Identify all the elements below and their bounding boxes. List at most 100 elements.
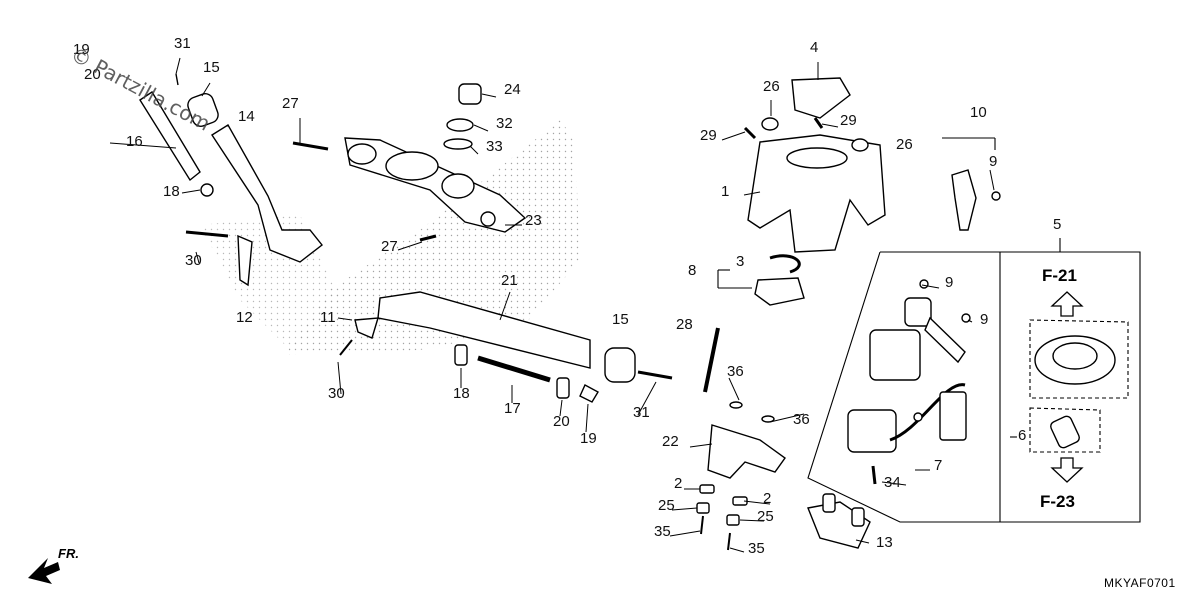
assembly-frames — [717, 137, 1141, 523]
callout-29: 29 — [700, 127, 717, 144]
leader-line — [989, 169, 995, 191]
callout-35: 35 — [748, 540, 765, 557]
callout-15: 15 — [612, 311, 629, 328]
fuel-cap — [1034, 335, 1116, 449]
leader-line — [821, 123, 839, 128]
callout-3: 3 — [736, 253, 745, 270]
leader-line — [671, 507, 698, 511]
leader-line — [669, 530, 701, 537]
leader-line — [855, 539, 870, 544]
diagram-code: MKYAF0701 — [1104, 576, 1176, 590]
leader-line — [559, 399, 563, 417]
callout-11: 11 — [320, 309, 336, 326]
callout-27: 27 — [381, 238, 398, 255]
callout-23: 23 — [525, 212, 542, 229]
leader-line — [769, 413, 805, 423]
cross-shaft — [454, 344, 599, 403]
reference-arrows — [1050, 291, 1084, 483]
callout-30: 30 — [328, 385, 345, 402]
ignition-switch — [847, 279, 971, 485]
leader-line — [175, 57, 181, 75]
callout-31: 31 — [633, 404, 650, 421]
callout-20: 20 — [84, 66, 101, 83]
leader-line — [739, 519, 765, 522]
handlebar-right — [339, 291, 673, 383]
leader-line — [967, 319, 973, 323]
callout-34: 34 — [884, 474, 901, 491]
leader-line — [881, 481, 907, 486]
callout-29: 29 — [840, 112, 857, 129]
leader-line — [728, 377, 740, 401]
callout-1: 1 — [721, 183, 730, 200]
mount-ring — [754, 254, 805, 306]
callout-25: 25 — [757, 508, 774, 525]
leader-line — [481, 93, 497, 98]
leader-line — [921, 284, 940, 289]
leader-line — [469, 145, 479, 155]
leader-line — [337, 361, 342, 395]
leader-line — [337, 317, 353, 321]
leader-line — [743, 500, 771, 505]
callout-9: 9 — [980, 311, 989, 328]
callout-20: 20 — [553, 413, 570, 430]
callout-36: 36 — [727, 363, 744, 380]
callout-16: 16 — [126, 133, 143, 150]
dash-cover — [743, 77, 886, 253]
callout-12: 12 — [236, 309, 253, 326]
leader-line — [473, 124, 489, 132]
callout-7: 7 — [934, 457, 943, 474]
callout-9: 9 — [989, 153, 998, 170]
callout-33: 33 — [486, 138, 503, 155]
leader-line — [195, 251, 200, 264]
callout-36: 36 — [793, 411, 810, 428]
reference-upper: F-21 — [1042, 266, 1077, 285]
callout-30: 30 — [185, 252, 202, 269]
callout-18: 18 — [453, 385, 470, 402]
reference-lower: F-23 — [1040, 492, 1075, 511]
callout-6: 6 — [1018, 427, 1027, 444]
leader-line — [499, 291, 511, 321]
leader-line — [721, 131, 746, 141]
callout-15: 15 — [203, 59, 220, 76]
callout-4: 4 — [810, 39, 819, 56]
leader-line — [743, 191, 761, 196]
callout-8: 8 — [688, 262, 697, 279]
callout-18: 18 — [163, 183, 180, 200]
leader-line — [637, 381, 657, 416]
callout-21: 21 — [501, 272, 518, 289]
clamp — [807, 493, 871, 549]
callout-24: 24 — [504, 81, 521, 98]
callout-17: 17 — [504, 400, 521, 417]
callout-28: 28 — [676, 316, 693, 333]
callout-25: 25 — [658, 497, 675, 514]
handlebar-left — [139, 73, 323, 287]
callout-14: 14 — [238, 108, 255, 125]
leader-line — [397, 241, 423, 251]
callout-31: 31 — [174, 35, 191, 52]
leader-line — [181, 189, 201, 194]
callout-10: 10 — [970, 104, 987, 121]
callout-26: 26 — [896, 136, 913, 153]
top-bridge — [292, 83, 527, 242]
leader-lines — [109, 57, 995, 553]
leader-line — [109, 142, 177, 149]
direction-label: FR. — [58, 546, 79, 561]
callout-27: 27 — [282, 95, 299, 112]
leader-line — [201, 82, 211, 97]
callout-2: 2 — [763, 490, 772, 507]
callout-19: 19 — [73, 41, 90, 58]
key — [951, 169, 1001, 231]
forward-arrow-icon — [28, 558, 60, 584]
callout-22: 22 — [662, 433, 679, 450]
callout-32: 32 — [496, 115, 513, 132]
leader-line — [729, 547, 745, 553]
callout-5: 5 — [1053, 216, 1062, 233]
callout-9: 9 — [945, 274, 954, 291]
leader-line — [585, 403, 589, 433]
callout-19: 19 — [580, 430, 597, 447]
callout-35: 35 — [654, 523, 671, 540]
callout-26: 26 — [763, 78, 780, 95]
leader-line — [689, 443, 713, 448]
